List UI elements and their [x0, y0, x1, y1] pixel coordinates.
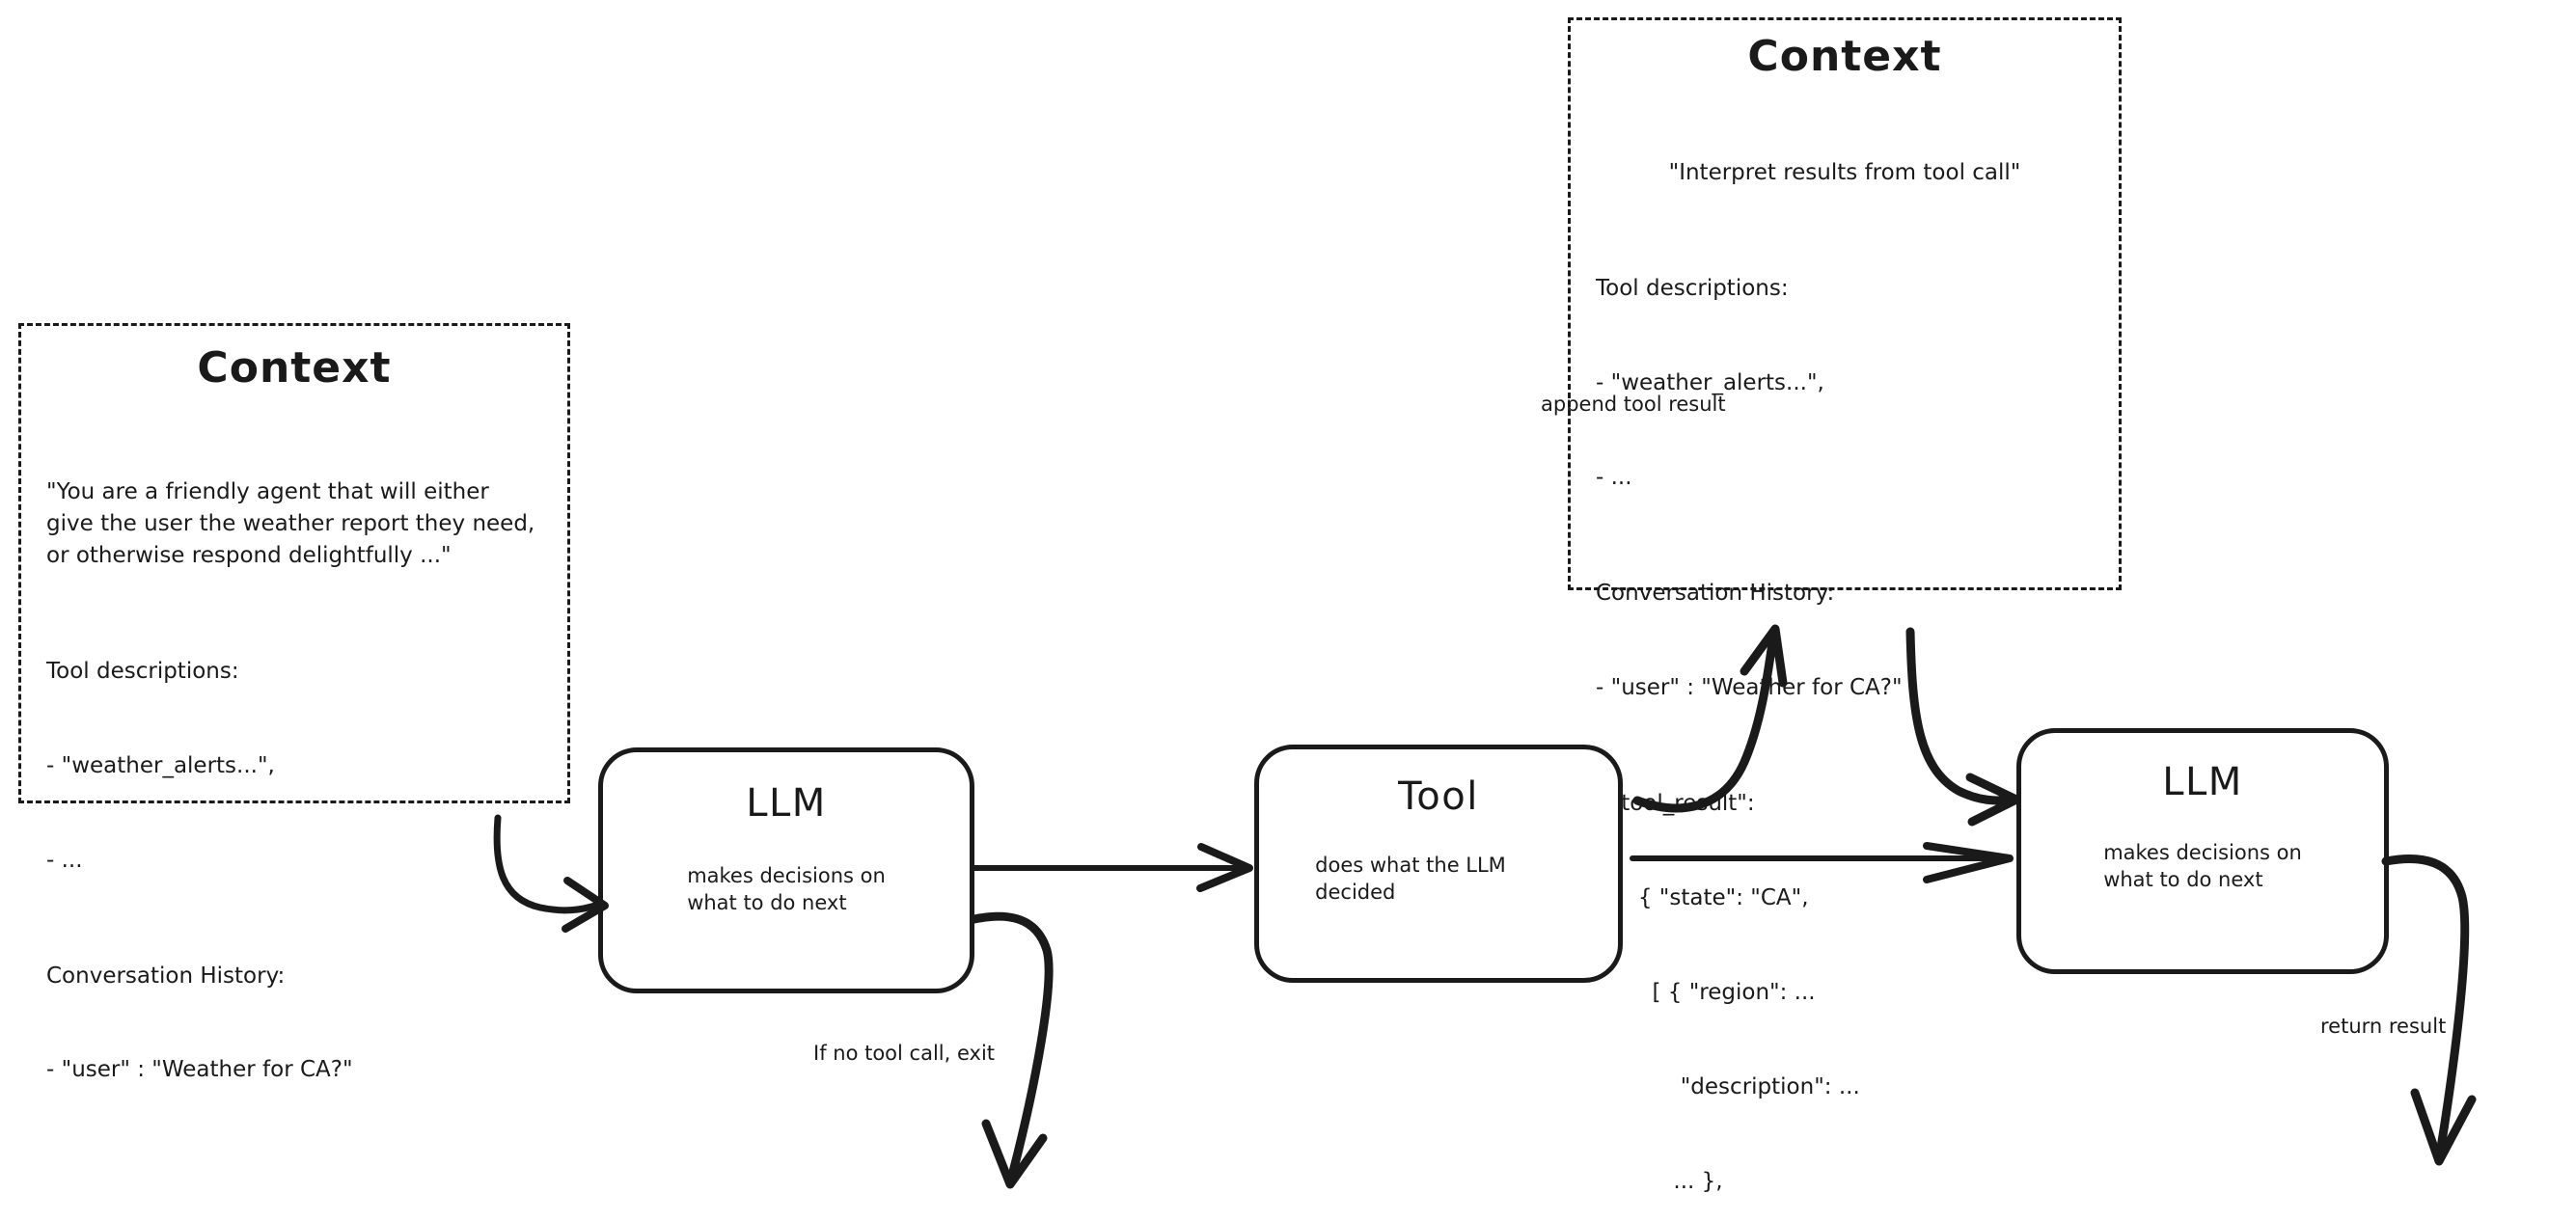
context-box-left: Context "You are a friendly agent that w… — [18, 323, 570, 1082]
context-right-title: Context — [1747, 32, 1942, 81]
context-left-conversation-item-0: - "user" : "Weather for CA?" — [46, 1057, 353, 1083]
node-llm-first-subtitle: makes decisions on what to do next — [687, 864, 886, 915]
edge-label-return-result: return result — [2320, 1015, 2447, 1038]
context-left-tool-item-0: - "weather_alerts...", — [46, 752, 275, 778]
node-tool-subtitle: does what the LLM decided — [1315, 854, 1506, 905]
context-right-conversation-heading: Conversation History: — [1596, 581, 1835, 607]
context-right-tool-result-line-3: ... }, — [1596, 1169, 1723, 1194]
context-left-system-prompt: "You are a friendly agent that will eith… — [46, 479, 542, 568]
context-right-tool-item-0: - "weather_alerts...", — [1596, 370, 1824, 396]
context-left-conversation-heading: Conversation History: — [46, 963, 286, 989]
context-right-tool-item-1: - ... — [1596, 465, 1632, 491]
context-box-right: Context "Interpret results from tool cal… — [1568, 17, 2122, 1194]
context-left-title: Context — [197, 343, 392, 393]
node-llm-second-title: LLM — [2162, 760, 2243, 804]
context-right-conversation-item-0: - "user" : "Weather for CA?" — [1596, 675, 1903, 701]
edge-return-result — [2381, 855, 2477, 1166]
node-llm-first-title: LLM — [746, 781, 827, 826]
node-llm-second[interactable]: LLM makes decisions on what to do next — [2016, 728, 2389, 974]
node-llm-second-subtitle: makes decisions on what to do next — [2103, 841, 2302, 892]
edge-label-append-tool-result-visible: append tool result — [1541, 393, 1726, 416]
node-llm-first[interactable]: LLM makes decisions on what to do next — [598, 747, 974, 993]
edge-llm-to-tool — [970, 843, 1253, 892]
context-right-body: "Interpret results from tool call" Tool … — [1596, 95, 2094, 1221]
edge-label-if-no-tool-call-exit: If no tool call, exit — [813, 1042, 996, 1065]
context-left-tool-heading: Tool descriptions: — [46, 658, 239, 684]
context-left-tool-item-1: - ... — [46, 847, 83, 873]
node-tool[interactable]: Tool does what the LLM decided — [1254, 745, 1623, 983]
node-tool-title: Tool — [1398, 774, 1479, 819]
context-left-body: "You are a friendly agent that will eith… — [46, 414, 542, 1149]
context-right-tool-result-line-0: { "state": "CA", — [1596, 885, 1809, 911]
context-right-tool-result-line-2: "description": ... — [1596, 1074, 1860, 1100]
context-right-tool-result-line-1: [ { "region": ... — [1596, 980, 1816, 1006]
context-right-system-prompt: "Interpret results from tool call" — [1668, 160, 2021, 186]
context-right-tool-heading: Tool descriptions: — [1596, 276, 1789, 302]
